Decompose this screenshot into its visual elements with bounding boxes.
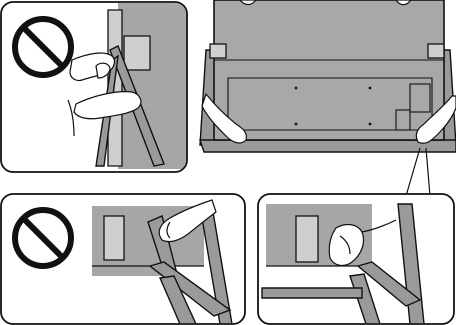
callout-line-left	[406, 148, 420, 196]
tv-rear-detail	[296, 216, 318, 262]
panel-top-right	[200, 0, 456, 196]
callout-line-right	[426, 148, 430, 196]
screw-dot	[295, 123, 298, 126]
tv-rear-detail	[104, 216, 124, 260]
screw-dot	[369, 87, 372, 90]
screw-dot	[369, 123, 372, 126]
panel-top-left	[1, 2, 187, 172]
stand-clamp-right	[428, 44, 444, 58]
stand-clamp-left	[210, 44, 226, 58]
prohibition-icon-bottom-left	[15, 210, 71, 266]
panel-bottom-left	[1, 194, 245, 324]
stand-base-bar	[262, 288, 362, 298]
stand-clamp	[124, 36, 150, 70]
prohibition-icon-top-left	[15, 19, 71, 75]
panel-bottom-right	[258, 194, 454, 324]
screw-dot	[295, 87, 298, 90]
